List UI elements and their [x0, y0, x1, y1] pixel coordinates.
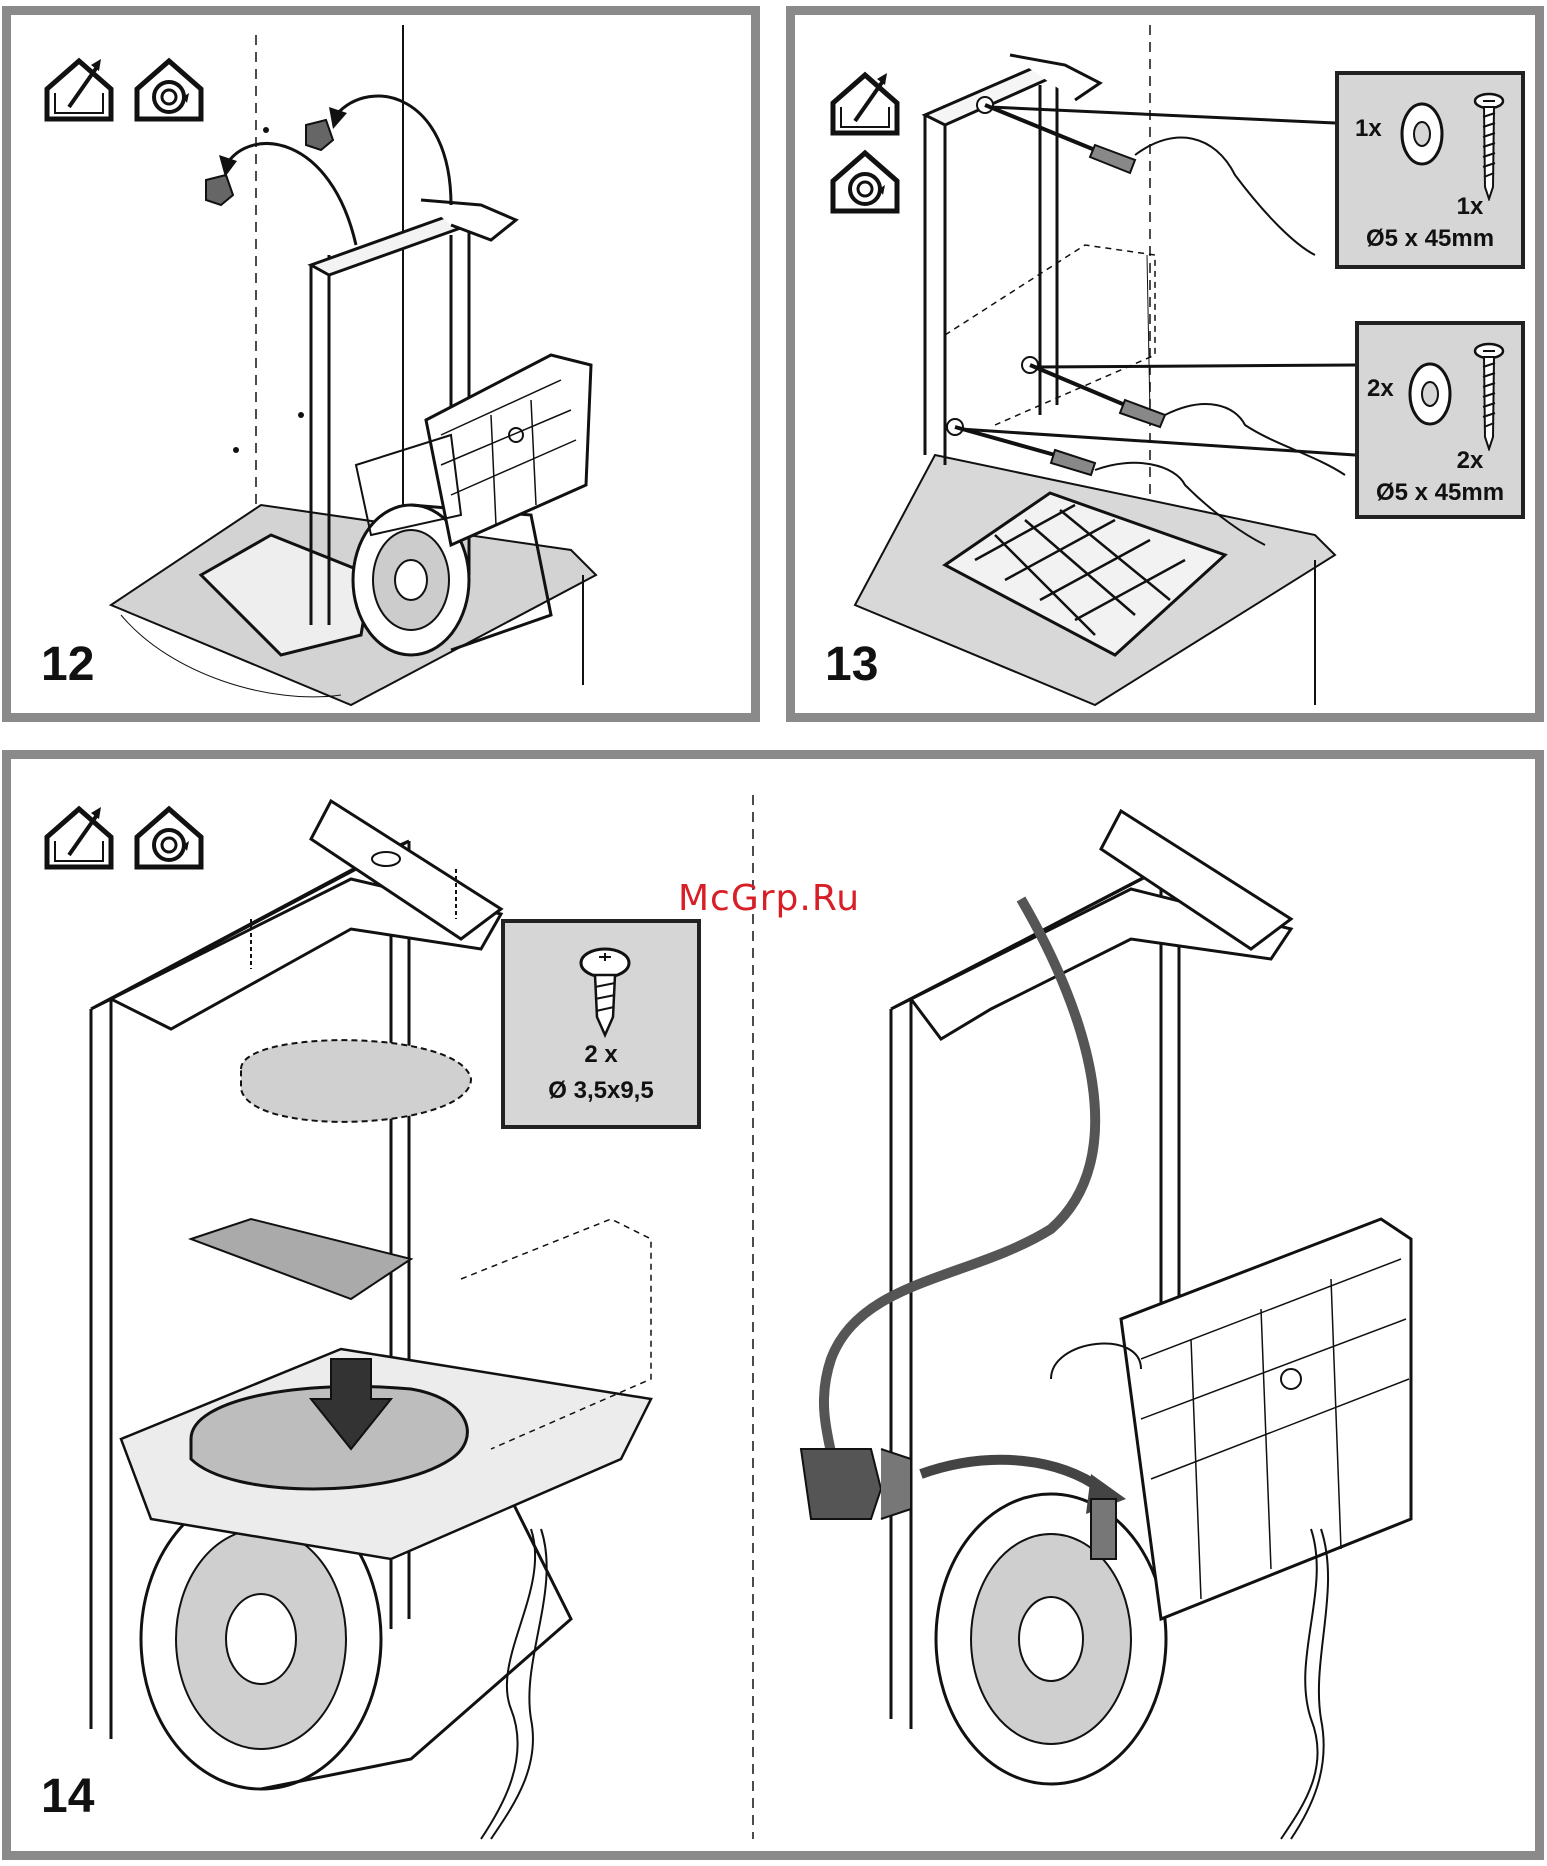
screw-size: Ø5 x 45mm — [1359, 479, 1521, 507]
blower-and-cable-illustration — [11, 759, 1535, 1851]
step-12-panel: 12 — [2, 6, 760, 722]
hood-frame-illustration — [11, 15, 751, 713]
washer-quantity: 1x — [1355, 115, 1382, 143]
washer-icon — [1405, 359, 1455, 429]
washer-quantity: 2x — [1367, 375, 1394, 403]
step-number: 12 — [41, 637, 94, 692]
screw-quantity: 1x — [1419, 193, 1521, 221]
screw-icon — [1471, 341, 1507, 451]
screw-size: Ø 3,5x9,5 — [505, 1077, 697, 1105]
screw-size: Ø5 x 45mm — [1339, 225, 1521, 253]
step-number: 14 — [41, 1769, 94, 1824]
screw-icon — [575, 947, 635, 1039]
hardware-callout-bottom: 2x 2x Ø5 x 45mm — [1355, 321, 1525, 519]
washer-icon — [1397, 99, 1447, 169]
hardware-callout: 2 x Ø 3,5x9,5 — [501, 919, 701, 1129]
hardware-callout-top: 1x 1x Ø5 x 45mm — [1335, 71, 1525, 269]
step-number: 13 — [825, 637, 878, 692]
watermark: McGrp.Ru — [678, 878, 860, 919]
screw-quantity: 2x — [1419, 447, 1521, 475]
screw-icon — [1471, 91, 1507, 201]
screw-quantity: 2 x — [505, 1041, 697, 1069]
step-13-panel: 1x 1x Ø5 x 45mm 2x 2x Ø5 x 45mm 13 — [786, 6, 1544, 722]
